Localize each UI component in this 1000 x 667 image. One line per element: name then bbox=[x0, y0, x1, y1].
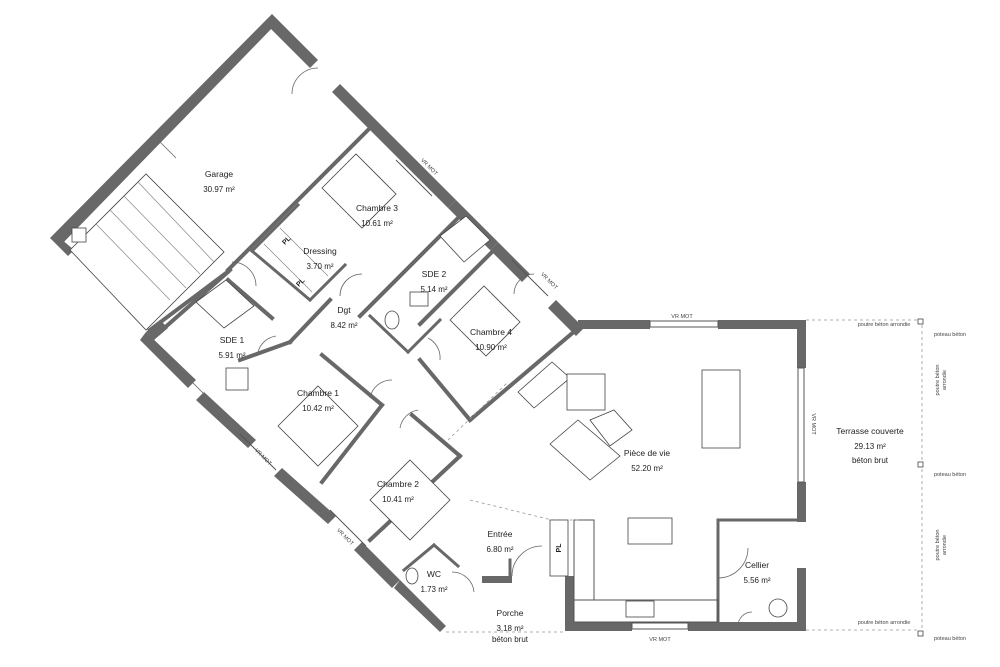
room-name-entree: Entrée bbox=[487, 529, 512, 539]
room-area-dressing: 3.70 m² bbox=[306, 262, 333, 271]
exterior-walls bbox=[50, 14, 806, 632]
pl-mark: PL bbox=[281, 235, 293, 247]
room-area-sde2: 5.14 m² bbox=[420, 285, 447, 294]
room-name-dressing: Dressing bbox=[303, 246, 337, 256]
post-marker bbox=[917, 461, 924, 468]
room-name-piece-de-vie: Pièce de vie bbox=[624, 448, 671, 458]
room-name-dgt: Dgt bbox=[337, 305, 351, 315]
poutre-beton-note: poutre béton bbox=[935, 365, 941, 396]
room-area-chambre4: 10.90 m² bbox=[475, 343, 507, 352]
room-labels: Garage 30.97 m² Chambre 3 10.61 m² Dress… bbox=[203, 169, 904, 644]
room-note-terrasse: béton brut bbox=[852, 456, 889, 465]
post-marker bbox=[917, 630, 924, 637]
dashed-boundaries bbox=[446, 319, 923, 633]
room-name-chambre3: Chambre 3 bbox=[356, 203, 398, 213]
room-area-chambre1: 10.42 m² bbox=[302, 404, 334, 413]
room-note-porche: béton brut bbox=[492, 635, 529, 644]
poteau-beton-note: poteau béton bbox=[934, 636, 966, 642]
room-area-wc: 1.73 m² bbox=[420, 585, 447, 594]
vr-mot-label: VR MOT bbox=[671, 314, 693, 320]
room-name-wc: WC bbox=[427, 569, 441, 579]
poutre-beton-arrondie-note: poutre béton arrondie bbox=[858, 620, 911, 626]
room-area-piece-de-vie: 52.20 m² bbox=[631, 464, 663, 473]
room-name-garage: Garage bbox=[205, 169, 234, 179]
annotations: VR MOT VR MOT VR MOT VR MOT VR MOT VR MO… bbox=[253, 158, 966, 643]
room-area-terrasse: 29.13 m² bbox=[854, 442, 886, 451]
poutre-beton-arrondie-note: poutre béton arrondie bbox=[858, 322, 911, 328]
room-name-chambre2: Chambre 2 bbox=[377, 479, 419, 489]
poutre-beton-note: poutre béton bbox=[935, 530, 941, 561]
room-area-chambre3: 10.61 m² bbox=[361, 219, 393, 228]
windows bbox=[239, 159, 805, 630]
post-marker bbox=[917, 318, 924, 325]
arrondie-note: arrondie bbox=[942, 535, 948, 555]
room-name-chambre4: Chambre 4 bbox=[470, 327, 512, 337]
doors bbox=[155, 67, 753, 627]
room-area-garage: 30.97 m² bbox=[203, 185, 235, 194]
pl-mark: PL bbox=[295, 277, 307, 289]
furniture bbox=[69, 153, 788, 618]
room-area-sde1: 5.91 m² bbox=[218, 351, 245, 360]
room-name-sde1: SDE 1 bbox=[220, 335, 245, 345]
vr-mot-label: VR MOT bbox=[649, 637, 671, 643]
vr-mot-label: VR MOT bbox=[335, 528, 355, 548]
room-area-dgt: 8.42 m² bbox=[330, 321, 357, 330]
room-area-porche: 3.18 m² bbox=[496, 624, 523, 633]
poteau-beton-note: poteau béton bbox=[934, 472, 966, 478]
vr-mot-label: VR MOT bbox=[810, 413, 816, 435]
room-name-sde2: SDE 2 bbox=[422, 269, 447, 279]
room-area-cellier: 5.56 m² bbox=[743, 576, 770, 585]
arrondie-note: arrondie bbox=[942, 370, 948, 390]
room-name-terrasse: Terrasse couverte bbox=[836, 426, 904, 436]
poteau-beton-note: poteau béton bbox=[934, 332, 966, 338]
room-area-entree: 6.80 m² bbox=[486, 545, 513, 554]
pl-mark: PL bbox=[556, 543, 563, 553]
room-name-chambre1: Chambre 1 bbox=[297, 388, 339, 398]
room-name-porche: Porche bbox=[497, 608, 524, 618]
room-area-chambre2: 10.41 m² bbox=[382, 495, 414, 504]
vr-mot-label: VR MOT bbox=[539, 272, 559, 292]
vr-mot-label: VR MOT bbox=[253, 448, 273, 468]
room-name-cellier: Cellier bbox=[745, 560, 769, 570]
